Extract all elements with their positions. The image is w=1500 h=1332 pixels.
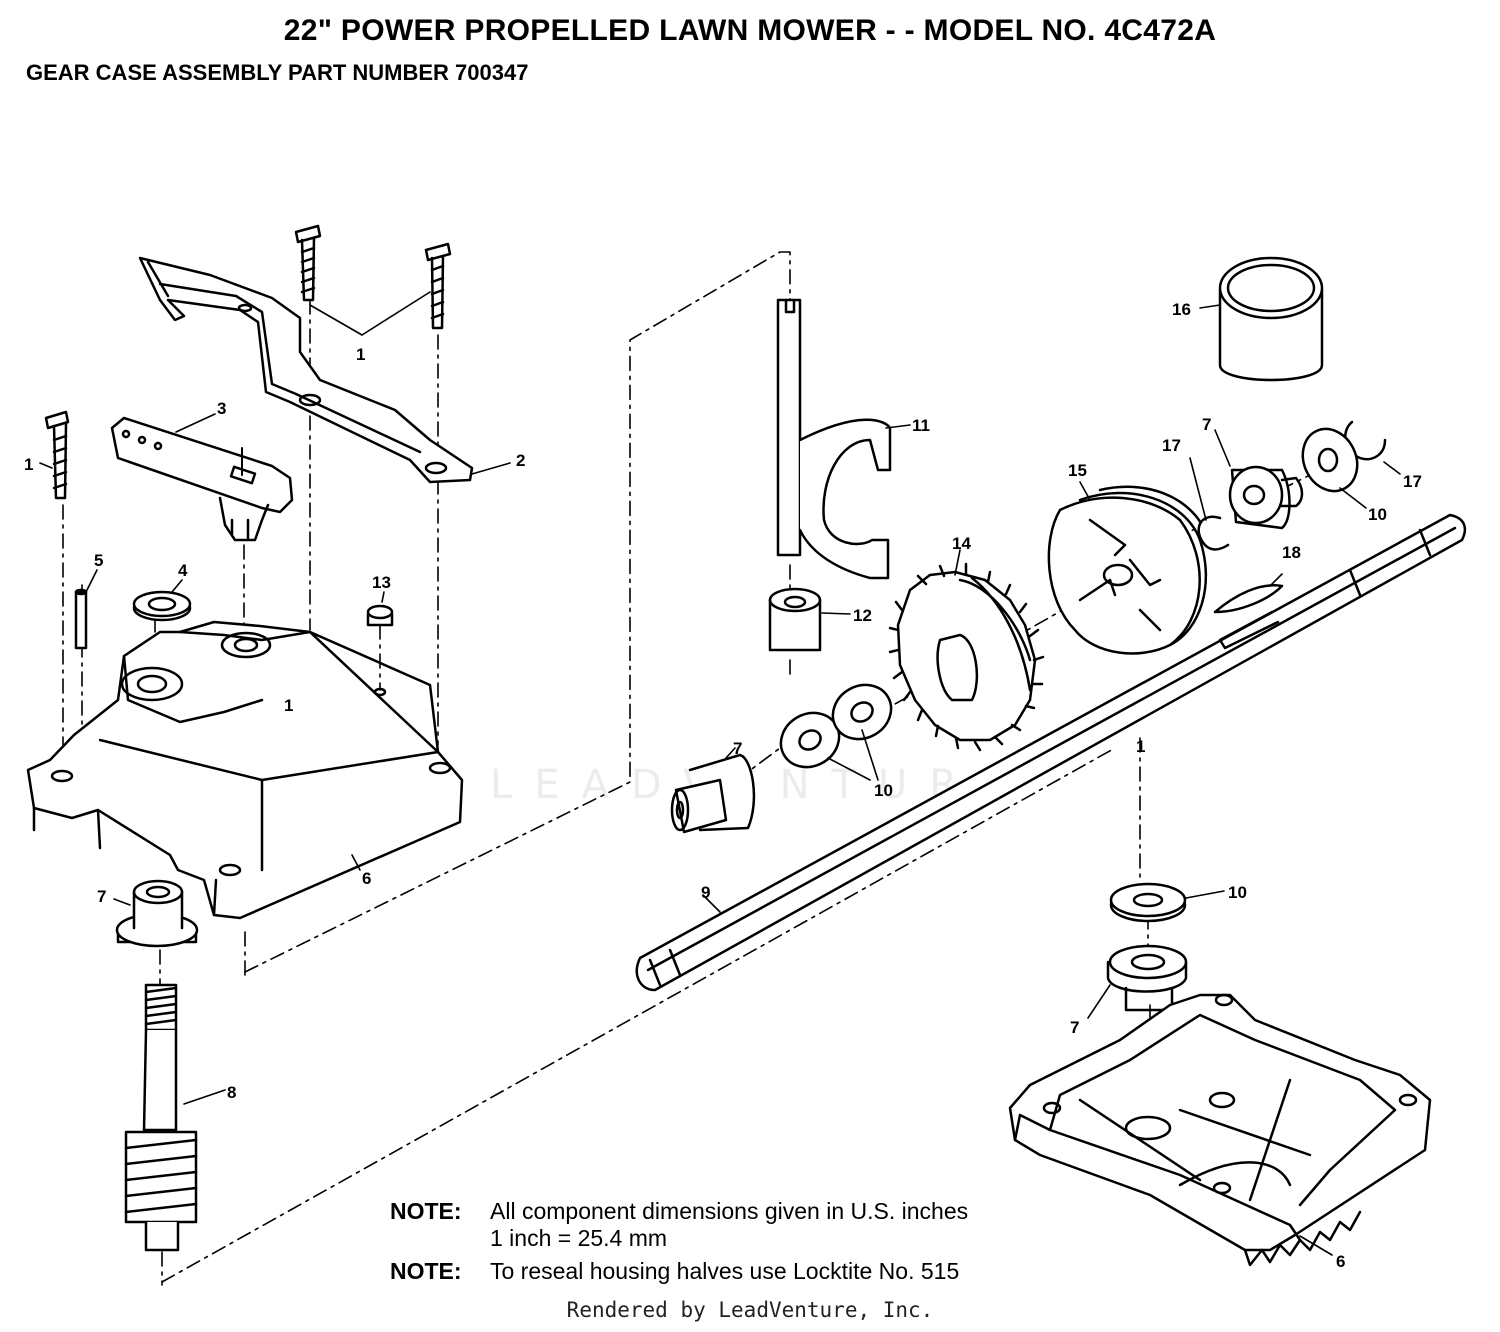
screw-1-top-left (296, 226, 320, 300)
axle-shaft-part-9 (637, 515, 1465, 990)
plug-part-13 (368, 592, 392, 625)
note-text: To reseal housing halves use Locktite No… (490, 1258, 968, 1285)
callout-1: 1 (24, 455, 33, 474)
callout-14: 14 (952, 534, 971, 553)
callout-13: 13 (372, 573, 391, 592)
callout-15: 15 (1068, 461, 1087, 480)
washer-part-10-d (1111, 884, 1224, 921)
callout-8: 8 (227, 1083, 236, 1102)
washer-part-10-c (1293, 420, 1367, 508)
callout-11: 11 (912, 416, 930, 435)
bushing-part-7-middle (672, 748, 754, 832)
callout-3: 3 (217, 399, 226, 418)
pin-part-5 (76, 570, 97, 648)
callout-1: 1 (356, 345, 365, 364)
spacer-part-12 (770, 589, 850, 650)
note-line: All component dimensions given in U.S. i… (490, 1198, 969, 1224)
note-line: 1 inch = 25.4 mm (490, 1225, 668, 1251)
callout-10: 10 (1228, 883, 1247, 902)
note-reseal: NOTE: To reseal housing halves use Lockt… (390, 1258, 968, 1285)
lever-part-3 (112, 414, 292, 540)
screw-1-left (46, 412, 68, 498)
notes-block: NOTE: All component dimensions given in … (390, 1198, 968, 1285)
key-part-18 (1215, 574, 1282, 612)
callout-10: 10 (1368, 505, 1387, 524)
seal-part-4 (134, 580, 190, 620)
note-text: All component dimensions given in U.S. i… (490, 1198, 968, 1252)
callout-1: 1 (1136, 737, 1145, 756)
lower-housing-part-6 (1010, 995, 1430, 1265)
callout-17: 17 (1162, 436, 1181, 455)
callout-4: 4 (178, 561, 188, 580)
callout-7: 7 (1070, 1018, 1079, 1037)
note-line: To reseal housing halves use Locktite No… (490, 1258, 960, 1284)
note-label: NOTE: (390, 1258, 462, 1284)
upper-housing-part-6 (28, 622, 462, 918)
callout-10: 10 (874, 781, 893, 800)
callout-6: 6 (362, 869, 371, 888)
callout-6: 6 (1336, 1252, 1345, 1271)
bushing-part-7-bottom (1088, 946, 1186, 1018)
bushing-part-7-right (1215, 430, 1302, 528)
note-dimensions: NOTE: All component dimensions given in … (390, 1198, 968, 1252)
render-credit: Rendered by LeadVenture, Inc. (566, 1298, 934, 1322)
callout-2: 2 (516, 451, 525, 470)
callout-16: 16 (1172, 300, 1191, 319)
screw-1-top-right (426, 244, 450, 328)
callout-9: 9 (701, 883, 710, 902)
clutch-drum-part-15 (1049, 482, 1210, 653)
bracket-part-2 (140, 258, 510, 482)
callout-1: 1 (284, 696, 293, 715)
callout-18: 18 (1282, 543, 1301, 562)
bearing-sleeve-part-16 (1200, 258, 1322, 380)
washer-part-10-b (823, 674, 901, 749)
callout-7: 7 (733, 739, 742, 758)
bushing-part-7-left (114, 881, 197, 946)
worm-shaft-part-8 (126, 985, 225, 1250)
callout-12: 12 (853, 606, 872, 625)
callout-5: 5 (94, 551, 103, 570)
callout-17: 17 (1403, 472, 1422, 491)
note-label: NOTE: (390, 1198, 462, 1224)
shift-fork-part-11 (778, 300, 910, 578)
gear-part-14 (890, 550, 1043, 750)
diagram-title: 22" POWER PROPELLED LAWN MOWER - - MODEL… (283, 14, 1217, 47)
e-clip-part-17-a (1190, 458, 1228, 550)
callout-7: 7 (97, 887, 106, 906)
callout-7: 7 (1202, 415, 1211, 434)
diagram-subtitle: GEAR CASE ASSEMBLY PART NUMBER 700347 (26, 60, 529, 85)
callout-labels: 1 1 1 1 2 3 4 5 6 6 7 7 7 7 8 9 10 10 10… (24, 300, 1422, 1271)
